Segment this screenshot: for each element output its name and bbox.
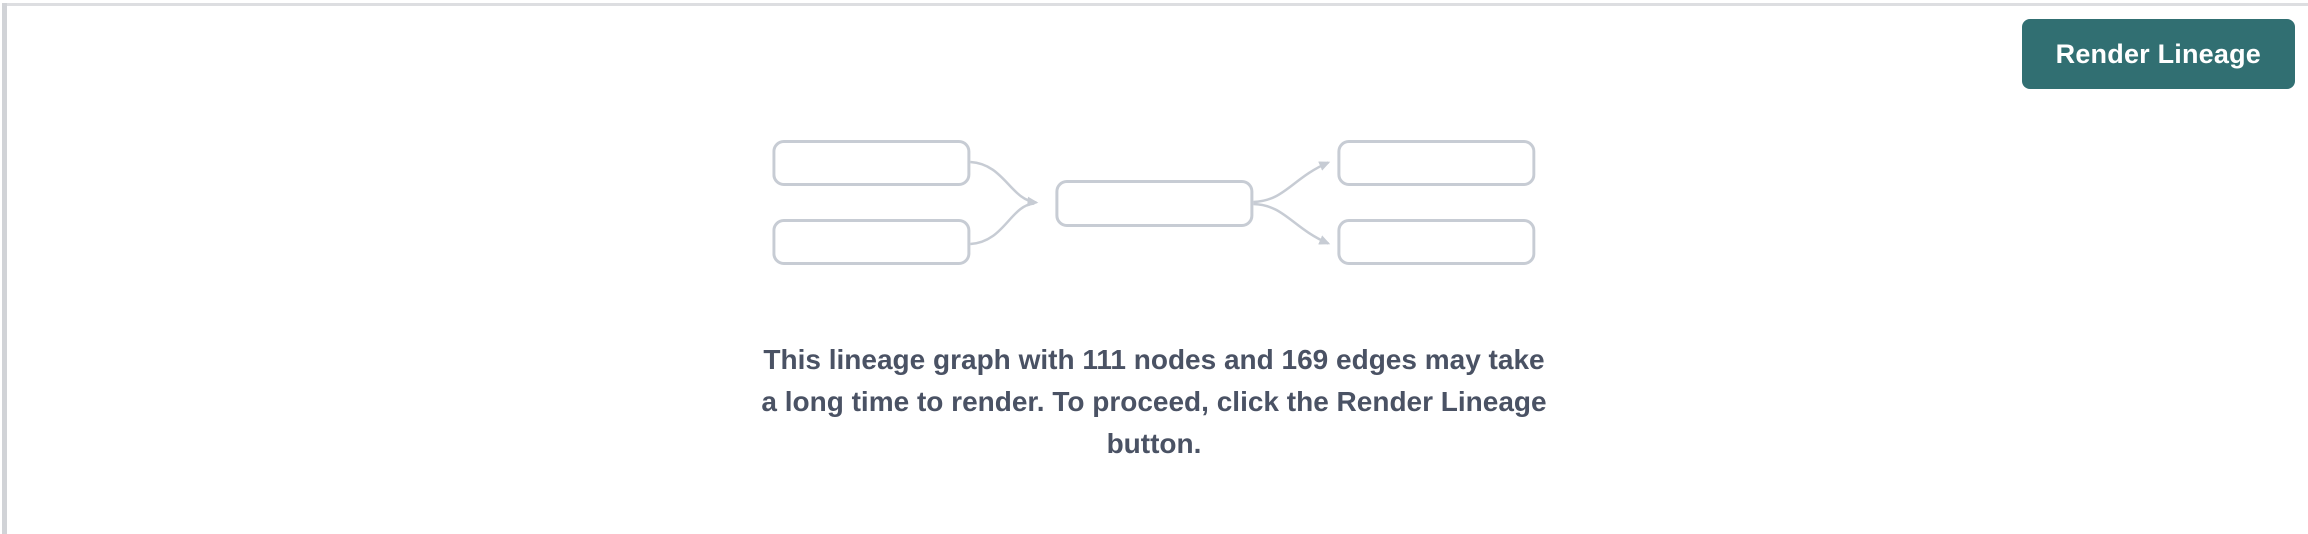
panel-left-divider: [2, 3, 7, 534]
lineage-warning-message: This lineage graph with 111 nodes and 16…: [761, 339, 1546, 465]
lineage-placeholder-graphic-icon: [772, 140, 1536, 265]
message-line-1: This lineage graph with 111 nodes and 16…: [763, 344, 1545, 375]
placeholder-nodes: [772, 140, 1536, 265]
lineage-placeholder: This lineage graph with 111 nodes and 16…: [761, 140, 1547, 465]
placeholder-edges: [970, 160, 1331, 246]
render-lineage-button[interactable]: Render Lineage: [2021, 19, 2295, 89]
message-line-3: button.: [1106, 428, 1202, 459]
message-line-2: a long time to render. To proceed, click…: [761, 386, 1547, 417]
panel-top-divider: [2, 3, 2308, 6]
